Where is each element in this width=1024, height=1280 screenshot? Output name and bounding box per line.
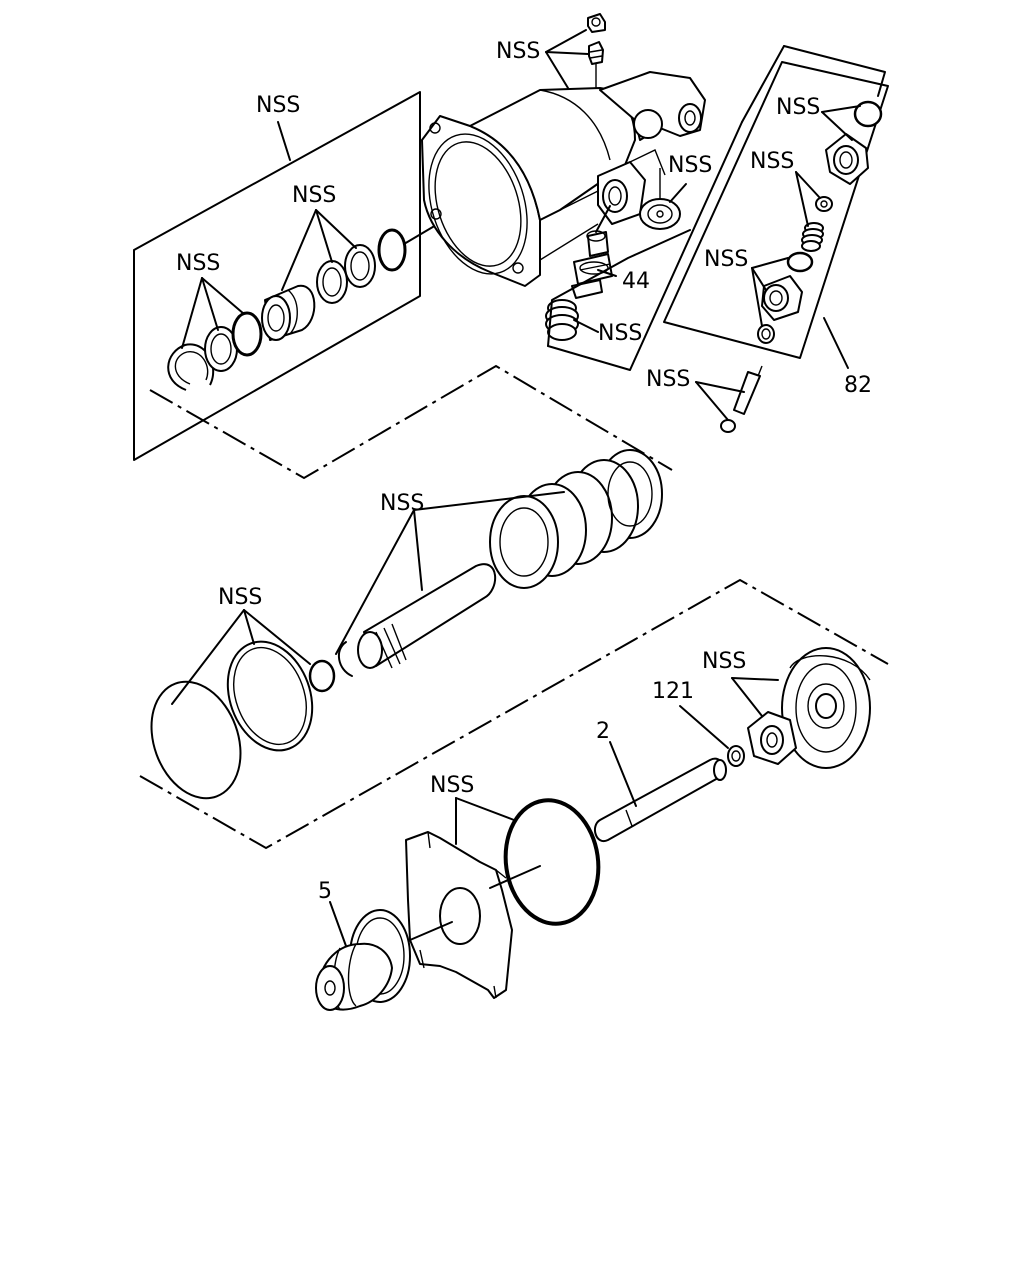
valve-subassembly-bracket (547, 229, 691, 347)
bleeder-fittings (587, 13, 606, 88)
lock-nut (747, 711, 797, 765)
small-o-ring-rod (308, 659, 336, 693)
label-82: 82 (844, 373, 872, 398)
cylinder-housing (421, 71, 706, 287)
shaft-2 (593, 757, 727, 843)
filter-disc (639, 168, 681, 230)
o-ring-upper (377, 228, 407, 272)
small-collar-121 (727, 745, 745, 767)
retaining-clip (337, 641, 353, 677)
valve-stem-44 (571, 205, 613, 299)
valve-subassembly-bracket-2 (547, 121, 743, 371)
diaphragm-ring (226, 640, 314, 752)
alignment-line-boot (409, 921, 453, 941)
seal-ring-mid2 (344, 244, 376, 288)
label-nss-rod-springs: NSS (380, 491, 424, 516)
group-bracket-upper (149, 364, 673, 480)
seal-ring-mid1 (316, 260, 348, 304)
seal-group-box (133, 91, 421, 461)
label-44: 44 (622, 269, 650, 294)
alignment-line-plate (489, 865, 541, 889)
small-spring-right (801, 222, 824, 252)
label-nss-right-valve: NSS (704, 247, 748, 272)
valve-cap-upper (825, 133, 869, 185)
label-nss-seal-pair: NSS (292, 183, 336, 208)
label-nss-right-oring: NSS (776, 95, 820, 120)
dust-boot-5 (315, 909, 411, 1011)
label-nss-left-group: NSS (256, 93, 300, 118)
label-nss-lower-spring: NSS (598, 321, 642, 346)
small-spring-lower (545, 299, 579, 341)
bolt-right (720, 365, 763, 433)
label-121: 121 (652, 679, 694, 704)
label-nss-plate: NSS (430, 773, 474, 798)
end-disc (781, 647, 871, 769)
valve-group-box-82 (663, 45, 889, 359)
group-bracket-lower (139, 578, 889, 850)
label-5: 5 (318, 879, 332, 904)
label-nss-snap-ring: NSS (176, 251, 220, 276)
label-nss-bolt: NSS (646, 367, 690, 392)
label-2: 2 (596, 719, 610, 744)
snap-ring (167, 343, 215, 391)
push-rod (357, 563, 497, 669)
label-nss-nut: NSS (702, 649, 746, 674)
large-seal-ring (503, 798, 601, 926)
small-nut-right (815, 196, 833, 212)
small-washer-right (757, 324, 775, 344)
right-o-ring-top (853, 100, 883, 128)
label-nss-right-spring: NSS (750, 149, 794, 174)
leader-lines (171, 29, 861, 947)
label-nss-fittings: NSS (496, 39, 540, 64)
label-nss-filter: NSS (668, 153, 712, 178)
piston (261, 284, 316, 341)
valve-body-right (761, 275, 803, 321)
o-ring-left (231, 311, 263, 357)
right-o-ring-mid (786, 251, 814, 273)
diaphragm-disc (150, 680, 242, 800)
label-nss-diaphragm: NSS (218, 585, 262, 610)
main-spring-large (489, 449, 663, 589)
backing-plate (405, 831, 513, 999)
